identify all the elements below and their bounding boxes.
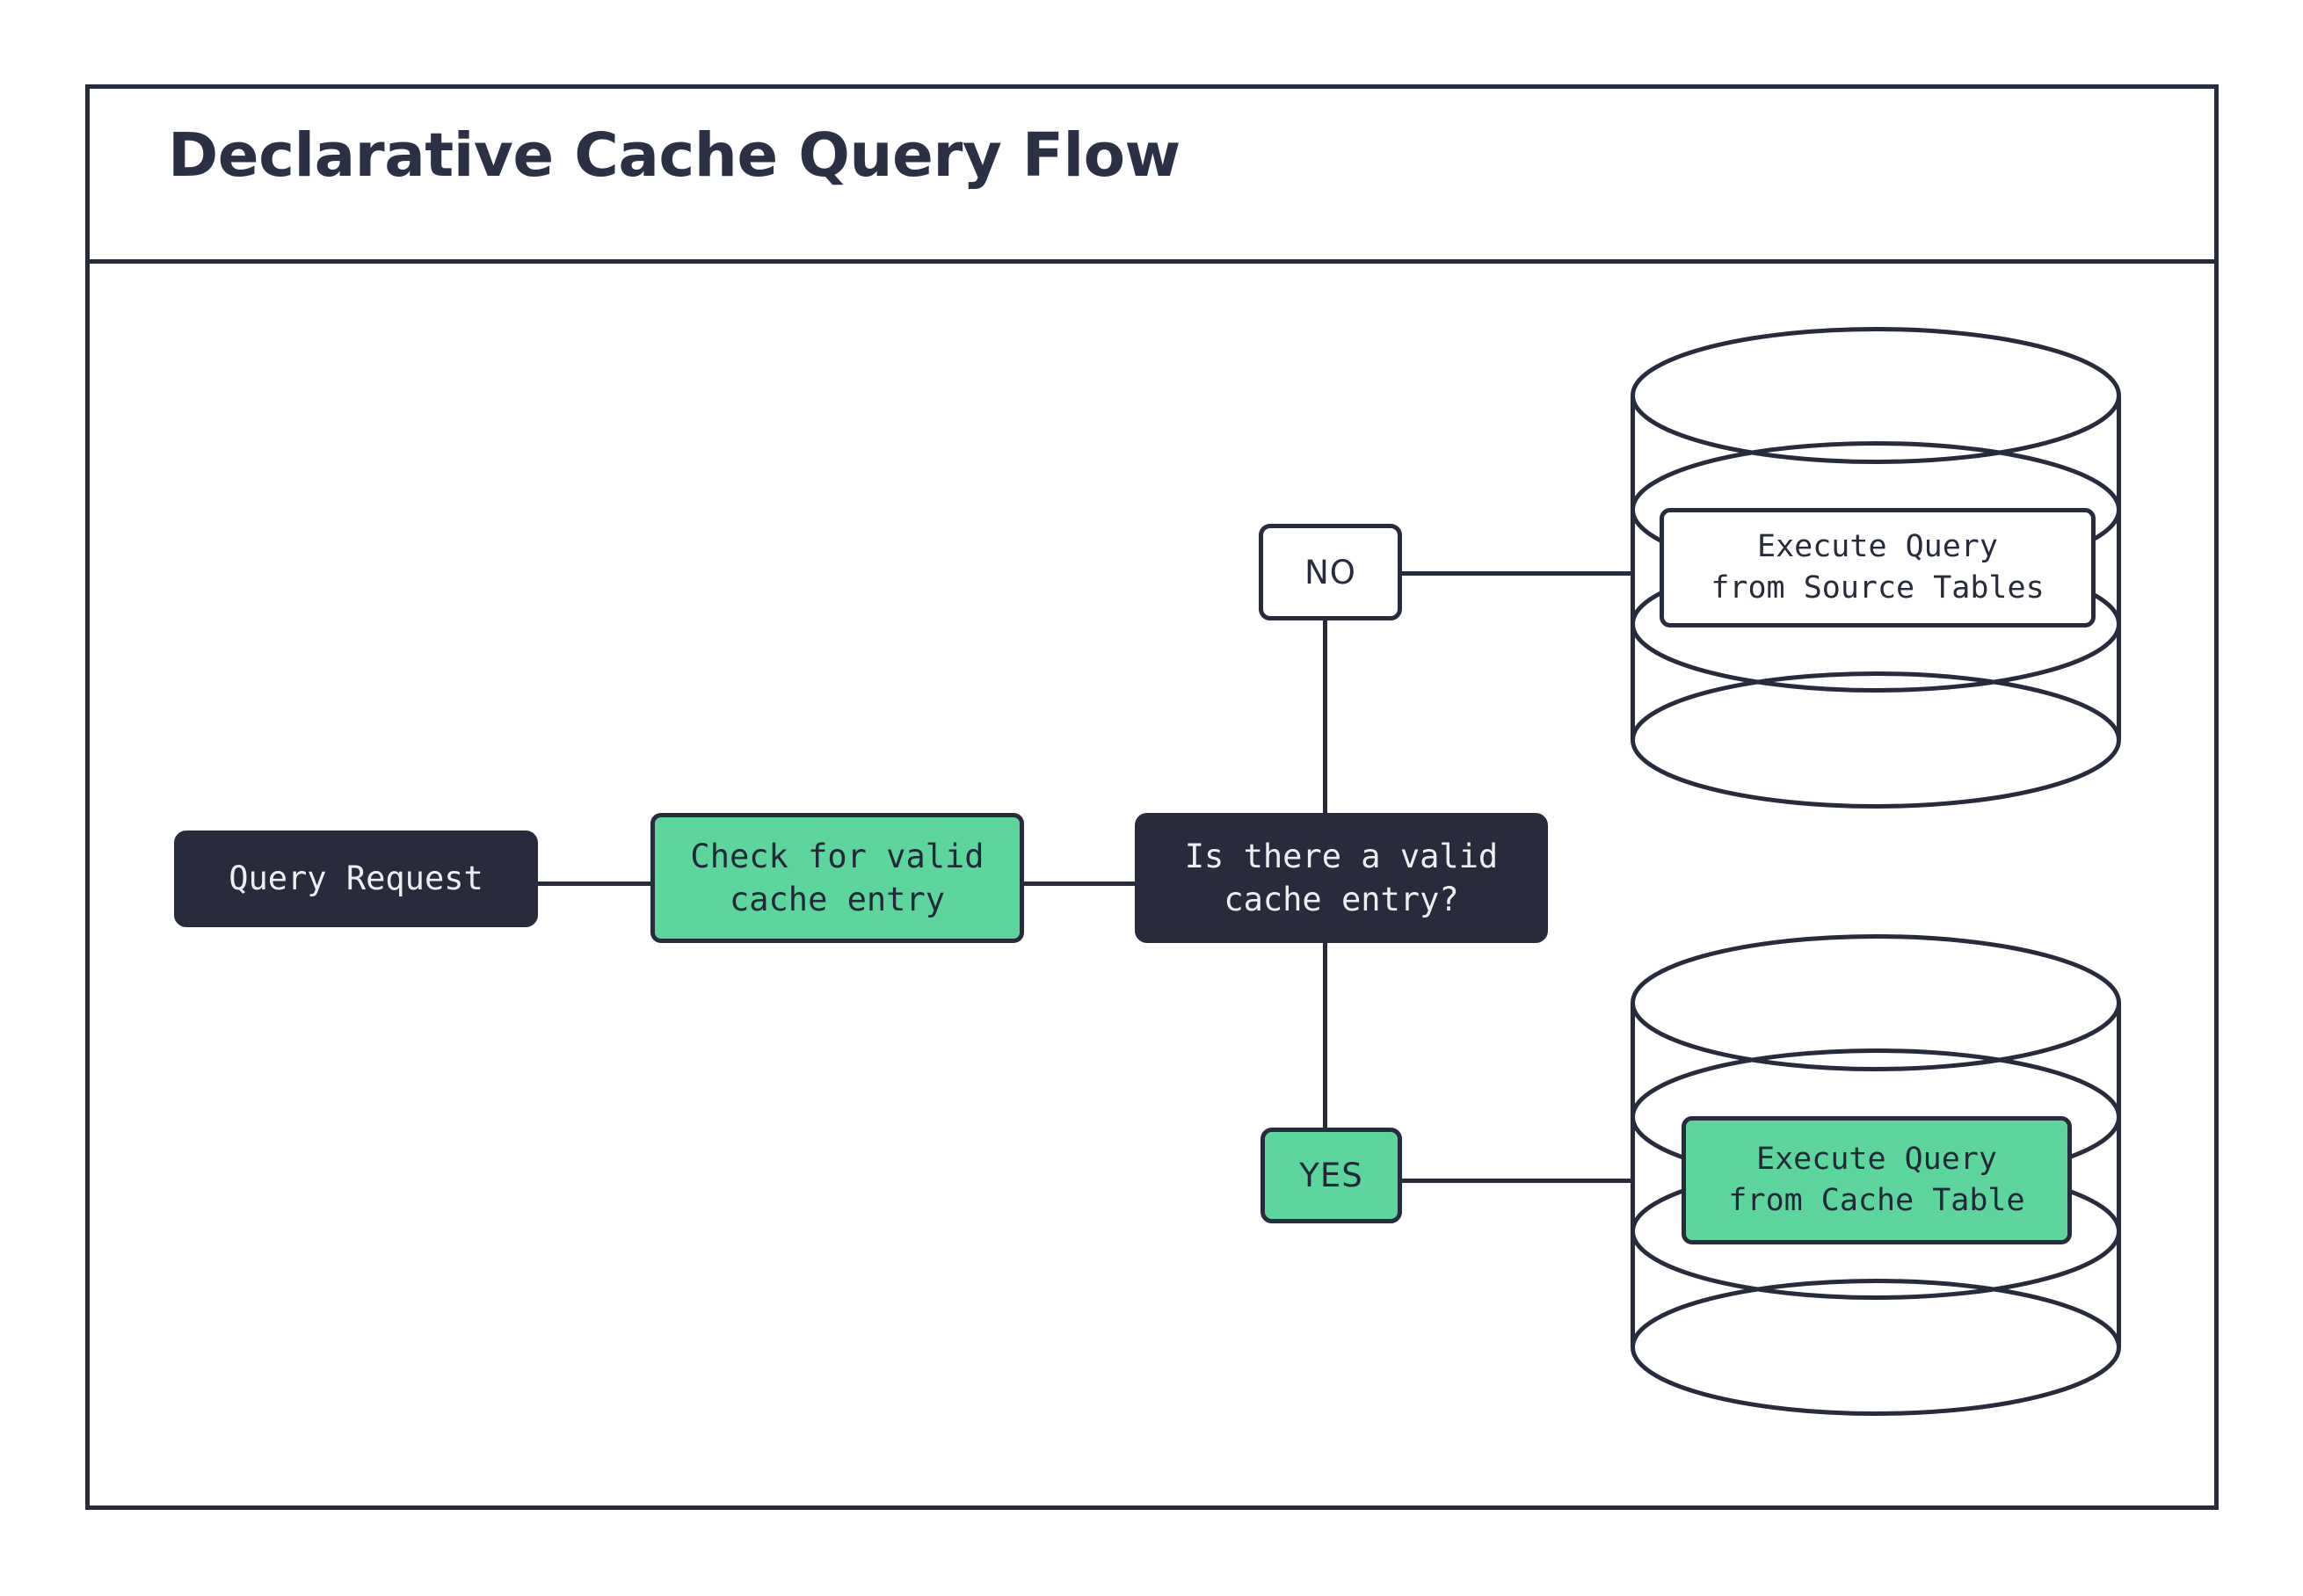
db-cache-label[interactable]: Execute Query from Cache Table [1682, 1116, 2072, 1244]
diagram-header [90, 89, 2214, 264]
connector-no-to-source-db [1400, 571, 1632, 576]
branch-label-yes[interactable]: YES [1260, 1128, 1402, 1223]
diagram-frame: Declarative Cache Query Flow [85, 84, 2219, 1510]
node-decision-valid-cache-entry[interactable]: Is there a valid cache entry? [1135, 813, 1548, 943]
db-source-label[interactable]: Execute Query from Source Tables [1660, 508, 2096, 628]
connector-check-to-decision [1022, 881, 1137, 886]
connector-decision-to-yes [1323, 941, 1327, 1129]
connector-decision-to-no [1323, 619, 1327, 815]
page-title: Declarative Cache Query Flow [168, 120, 1181, 191]
node-check-for-valid-cache-entry[interactable]: Check for valid cache entry [650, 813, 1024, 943]
connector-request-to-check [538, 881, 652, 886]
node-query-request[interactable]: Query Request [174, 831, 538, 927]
connector-yes-to-cache-db [1400, 1179, 1632, 1183]
branch-label-no[interactable]: NO [1259, 524, 1402, 620]
